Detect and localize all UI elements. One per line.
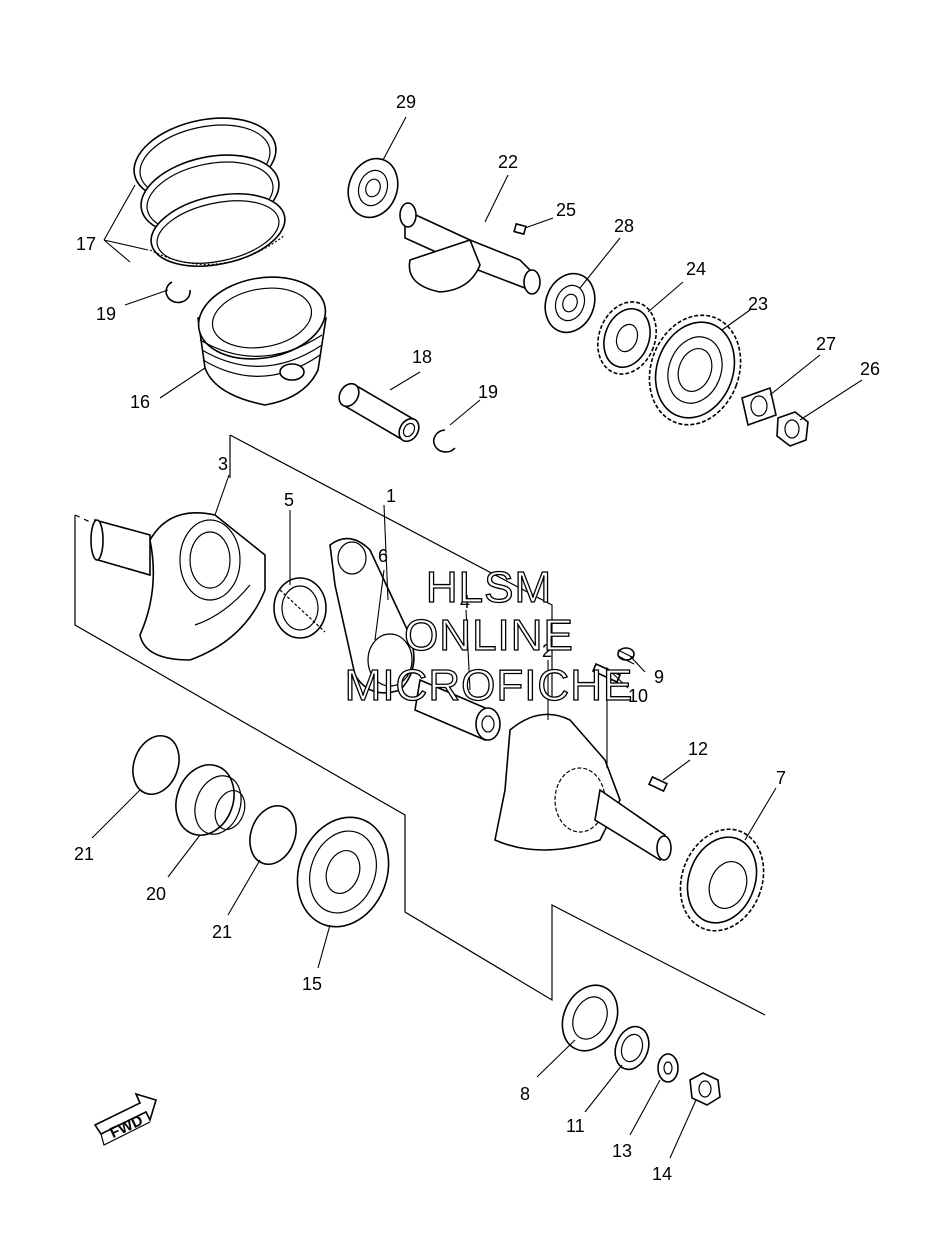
callout-3: 3 [218, 454, 228, 474]
callout-25: 25 [556, 200, 576, 220]
crank-pin[interactable] [414, 678, 501, 742]
callout-21-upper: 21 [74, 844, 94, 864]
callout-11: 11 [566, 1116, 585, 1136]
primary-drive-gear[interactable] [667, 817, 778, 942]
crank-bearing-15[interactable] [283, 804, 404, 939]
balancer-gear-23[interactable] [635, 302, 756, 437]
balancer-nut[interactable] [776, 411, 809, 447]
callout-26: 26 [860, 359, 880, 379]
callout-23: 23 [748, 294, 768, 314]
watermark-line-3: MICROFICHE [345, 661, 634, 710]
callout-18: 18 [412, 347, 432, 367]
piston-ring-set[interactable] [126, 106, 291, 277]
callout-24: 24 [686, 259, 706, 279]
spring[interactable] [617, 647, 635, 665]
crank-plate[interactable] [552, 976, 628, 1060]
lock-washer[interactable] [741, 386, 777, 427]
callout-2: 2 [542, 641, 552, 661]
gear-lock-washer[interactable] [609, 1022, 654, 1074]
circlip-21-lower[interactable] [242, 799, 304, 870]
piston[interactable] [192, 267, 332, 406]
balancer-shaft[interactable] [399, 202, 541, 295]
callout-9: 9 [654, 667, 664, 687]
callout-21-lower: 21 [212, 922, 232, 942]
callout-19-left: 19 [96, 304, 116, 324]
big-end-needle-bearing[interactable] [273, 577, 327, 639]
watermark-line-1: HLSM [426, 563, 552, 612]
leader-lines [91, 116, 863, 1159]
woodruff-key[interactable] [647, 775, 669, 793]
crank-nut[interactable] [689, 1072, 721, 1106]
circlip-21-upper[interactable] [125, 729, 187, 800]
washer[interactable] [657, 1053, 679, 1083]
callout-8: 8 [520, 1084, 530, 1104]
connecting-rod[interactable] [329, 537, 415, 694]
callout-28: 28 [614, 216, 634, 236]
watermark-line-2: ONLINE [404, 611, 574, 660]
callout-7: 7 [776, 768, 786, 788]
crank-web-right[interactable] [494, 713, 672, 862]
forward-arrow-icon: FWD [93, 1092, 157, 1146]
piston-pin[interactable] [335, 380, 423, 445]
crank-web-left[interactable] [90, 511, 266, 661]
callout-19-right: 19 [478, 382, 498, 402]
callout-27: 27 [816, 334, 836, 354]
piston-pin-clip-left[interactable] [165, 281, 191, 304]
callout-15: 15 [302, 974, 322, 994]
watermark: HLSM ONLINE MICROFICHE [344, 562, 634, 710]
bearing-29[interactable] [340, 152, 406, 225]
callout-13: 13 [612, 1141, 632, 1161]
callout-4: 4 [460, 592, 470, 612]
callout-14: 14 [652, 1164, 672, 1184]
balancer-drive-gear-24[interactable] [588, 294, 666, 383]
piston-pin-clip-right[interactable] [433, 429, 456, 453]
bearing-28[interactable] [537, 267, 603, 340]
callout-29: 29 [396, 92, 416, 112]
callout-17: 17 [76, 234, 96, 254]
callout-16: 16 [130, 392, 150, 412]
callout-labels: 29 22 25 28 24 23 27 26 17 19 16 18 19 3… [74, 92, 880, 1184]
spacer[interactable] [166, 757, 250, 844]
callout-5: 5 [284, 490, 294, 510]
callout-6: 6 [378, 546, 388, 566]
callout-12: 12 [688, 739, 708, 759]
callout-10: 10 [628, 686, 648, 706]
callout-20: 20 [146, 884, 166, 904]
crankshaft-assembly-outline [74, 434, 766, 1016]
callout-1: 1 [386, 486, 396, 506]
callout-22: 22 [498, 152, 518, 172]
